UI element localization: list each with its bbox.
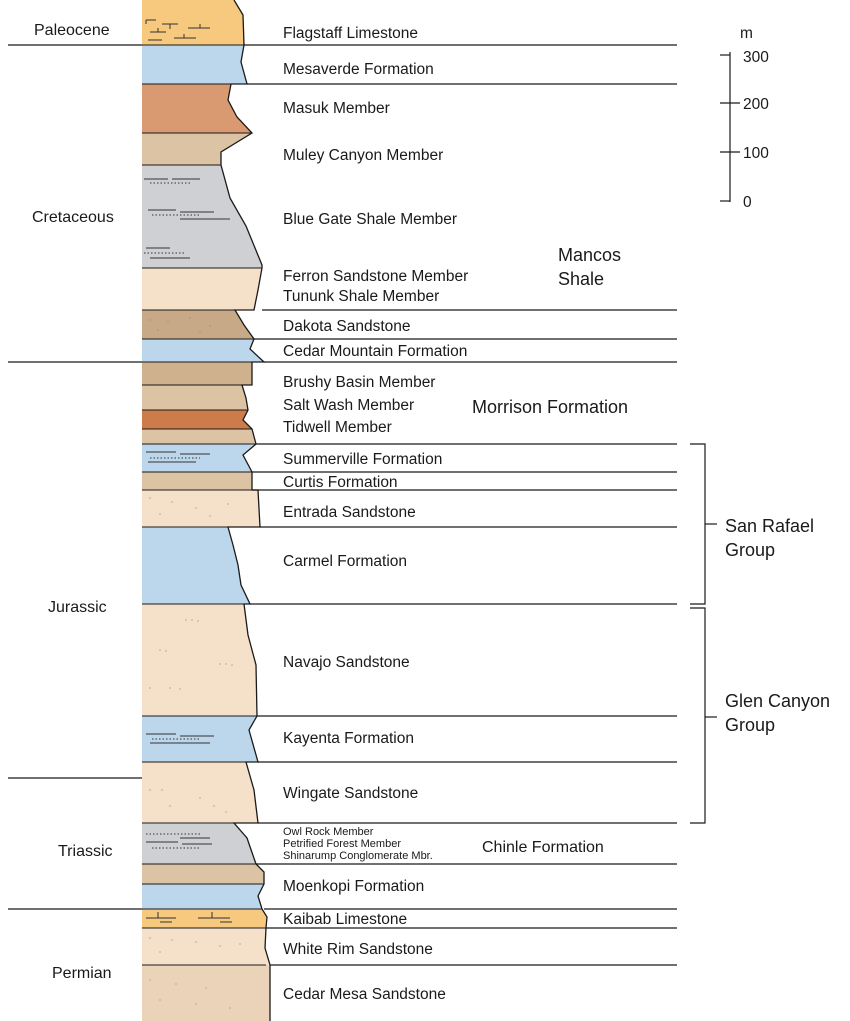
- label-wingate-sandstone: Wingate Sandstone: [283, 785, 418, 802]
- unit-boundary-lines: [244, 44, 677, 966]
- period-labels: Paleocene Cretaceous Jurassic Triassic P…: [32, 22, 114, 982]
- label-salt-wash-member: Salt Wash Member: [283, 397, 414, 414]
- label-navajo-sandstone: Navajo Sandstone: [283, 654, 410, 671]
- lithology-column: [142, 0, 270, 1021]
- label-tidwell-member: Tidwell Member: [283, 419, 392, 436]
- label-flagstaff-limestone: Flagstaff Limestone: [283, 25, 418, 42]
- layer-cedar-mesa: [142, 965, 270, 1021]
- scale-bar: m 300 200 100 0: [720, 25, 769, 211]
- label-curtis-formation: Curtis Formation: [283, 474, 398, 491]
- layer-carmel: [142, 527, 250, 604]
- label-chinle-formation: Chinle Formation: [482, 839, 604, 856]
- label-moenkopi-formation: Moenkopi Formation: [283, 878, 424, 895]
- layer-navajo: [142, 604, 257, 716]
- layer-moenkopi-upper: [142, 864, 264, 884]
- period-permian: Permian: [52, 965, 112, 982]
- label-mancos-line1: Mancos: [558, 245, 621, 265]
- layer-brushy-basin: [142, 362, 252, 385]
- label-masuk-member: Masuk Member: [283, 100, 390, 117]
- label-ferron-sandstone-member: Ferron Sandstone Member: [283, 268, 468, 285]
- layer-chinle: [142, 823, 256, 864]
- weathering-profile: [220, 0, 271, 1021]
- bracket-glen-canyon: [690, 607, 706, 824]
- label-entrada-sandstone: Entrada Sandstone: [283, 504, 416, 521]
- unit-labels: Flagstaff Limestone Mesaverde Formation …: [283, 25, 468, 1003]
- group-brackets: [690, 443, 717, 824]
- layer-mesaverde-formation: [142, 45, 247, 84]
- bracket-san-rafael: [690, 443, 706, 605]
- label-morrison-formation: Morrison Formation: [472, 397, 628, 417]
- layer-blue-gate-shale: [142, 165, 262, 268]
- label-cedar-mesa-sandstone: Cedar Mesa Sandstone: [283, 986, 446, 1003]
- layer-moenkopi-lower: [142, 884, 264, 909]
- period-paleocene: Paleocene: [34, 22, 110, 39]
- layer-flagstaff-limestone: [142, 0, 244, 45]
- label-cedar-mountain-formation: Cedar Mountain Formation: [283, 343, 467, 360]
- layer-white-rim: [142, 928, 270, 965]
- layer-kayenta: [142, 716, 258, 762]
- shale-pattern-kayenta: [146, 733, 214, 744]
- limestone-pattern-kaibab: [146, 912, 232, 923]
- label-blue-gate-shale-member: Blue Gate Shale Member: [283, 211, 457, 228]
- layer-entrada: [142, 490, 260, 527]
- label-kaibab-limestone: Kaibab Limestone: [283, 911, 407, 928]
- scale-tick-0: 0: [743, 194, 752, 211]
- label-san-rafael-line2: Group: [725, 540, 775, 560]
- scale-tick-300: 300: [743, 49, 769, 66]
- label-mancos-line2: Shale: [558, 269, 604, 289]
- label-san-rafael-line1: San Rafael: [725, 516, 814, 536]
- period-boundaries: [8, 44, 142, 910]
- label-glen-canyon-line1: Glen Canyon: [725, 691, 830, 711]
- label-muley-canyon-member: Muley Canyon Member: [283, 147, 443, 164]
- label-carmel-formation: Carmel Formation: [283, 553, 407, 570]
- label-kayenta-formation: Kayenta Formation: [283, 730, 414, 747]
- layer-salt-wash: [142, 385, 248, 410]
- label-owl-rock-member: Owl Rock Member: [283, 826, 374, 838]
- layer-muley-canyon-member: [142, 133, 252, 165]
- layer-curtis: [142, 472, 252, 490]
- lithology-patterns: [144, 19, 241, 1009]
- label-dakota-sandstone: Dakota Sandstone: [283, 318, 411, 335]
- layer-ferron-tununk: [142, 268, 262, 310]
- label-mesaverde-formation: Mesaverde Formation: [283, 61, 434, 78]
- shale-pattern-chinle: [146, 833, 212, 849]
- layer-morrison-base: [142, 429, 256, 444]
- layer-dakota-sandstone: [142, 310, 254, 339]
- bed-boundaries: [142, 44, 266, 966]
- limestone-pattern-flagstaff: [145, 19, 210, 41]
- label-shinarump-conglomerate: Shinarump Conglomerate Mbr.: [283, 850, 433, 862]
- label-tununk-shale-member: Tununk Shale Member: [283, 288, 439, 305]
- layer-wingate: [142, 762, 258, 823]
- label-brushy-basin-member: Brushy Basin Member: [283, 374, 435, 391]
- layer-masuk-member: [142, 84, 252, 133]
- layer-tidwell: [142, 410, 252, 429]
- sandstone-stipple: [149, 317, 241, 1009]
- shale-pattern-bluegate: [144, 178, 230, 259]
- scale-tick-200: 200: [743, 96, 769, 113]
- label-white-rim-sandstone: White Rim Sandstone: [283, 941, 433, 958]
- period-triassic: Triassic: [58, 843, 113, 860]
- scale-tick-100: 100: [743, 145, 769, 162]
- shale-pattern-summerville: [146, 451, 210, 463]
- scale-unit-label: m: [740, 25, 753, 42]
- label-glen-canyon-line2: Group: [725, 715, 775, 735]
- label-petrified-forest-member: Petrified Forest Member: [283, 838, 401, 850]
- period-cretaceous: Cretaceous: [32, 209, 114, 226]
- layer-cedar-mountain: [142, 339, 264, 362]
- label-summerville-formation: Summerville Formation: [283, 451, 442, 468]
- group-labels: Mancos Shale Morrison Formation San Rafa…: [472, 245, 830, 856]
- period-jurassic: Jurassic: [48, 599, 107, 616]
